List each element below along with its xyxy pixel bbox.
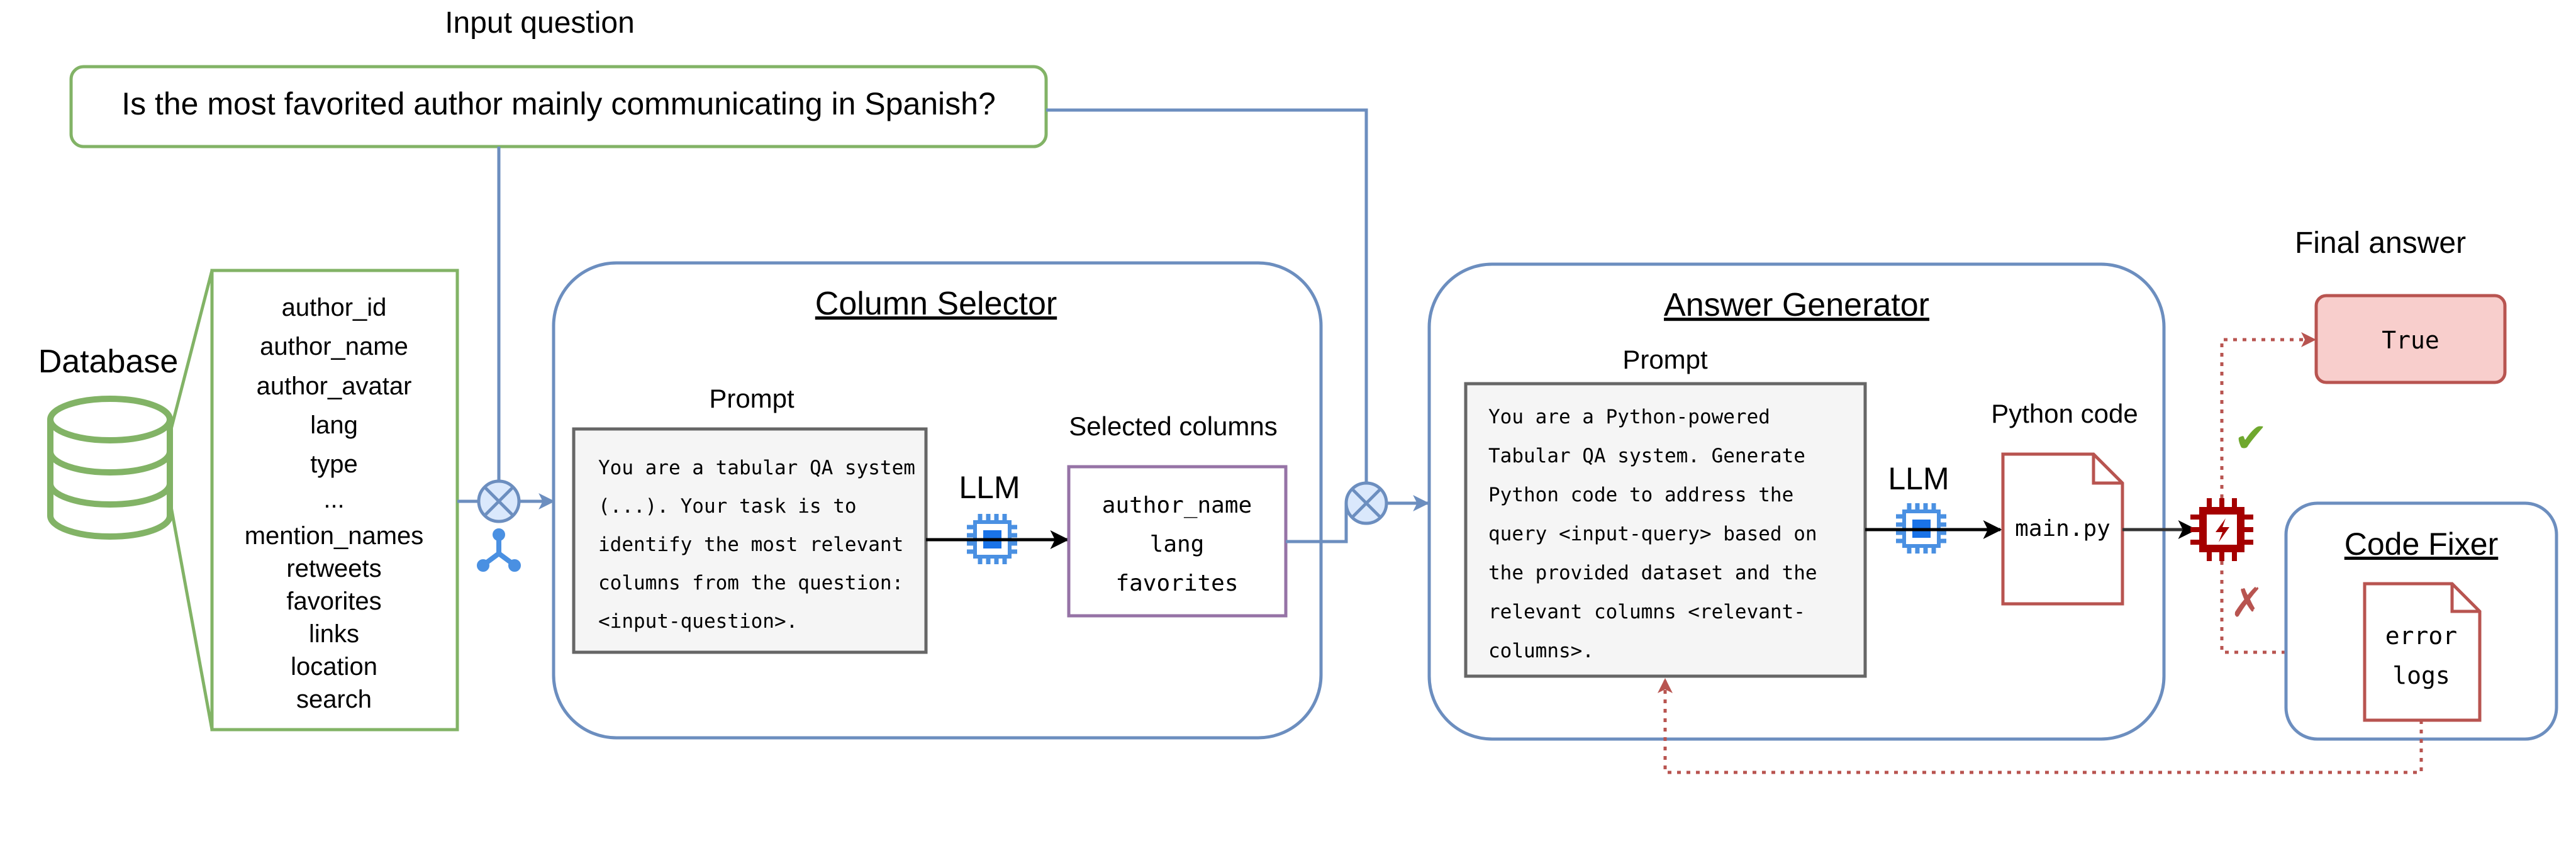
error-logs-line: logs: [2392, 662, 2450, 689]
prompt-line: <input-question>.: [598, 610, 798, 633]
schema-column: favorites: [286, 587, 381, 615]
column-selector-llm-label: LLM: [959, 470, 1020, 505]
schema-column: author_id: [282, 294, 387, 321]
selected-column: favorites: [1115, 570, 1238, 596]
schema-column: retweets: [286, 555, 381, 582]
prompt-line: (...). Your task is to: [598, 495, 857, 518]
error-log-file-icon: [2363, 582, 2482, 722]
success-path-arrow: [2220, 332, 2316, 498]
schema-column: links: [309, 620, 359, 648]
merge-icon: [1344, 481, 1388, 525]
prompt-line: columns>.: [1488, 640, 1594, 662]
prompt-line: You are a tabular QA system: [598, 457, 915, 479]
prompt-line: relevant columns <relevant-: [1488, 601, 1805, 623]
split-join-icon: [477, 528, 521, 572]
schema-column: mention_names: [245, 522, 424, 550]
prompt-line: query <input-query> based on: [1488, 523, 1817, 545]
database-label: Database: [38, 343, 179, 380]
final-answer-heading: Final answer: [2295, 226, 2466, 260]
input-question-text: Is the most favorited author mainly comm…: [121, 86, 996, 121]
prompt-line: the provided dataset and the: [1488, 562, 1817, 584]
schema-column: ...: [323, 486, 344, 513]
answer-generator-title: Answer Generator: [1664, 287, 1929, 323]
schema-column: search: [296, 686, 372, 713]
column-selector-prompt-box: [572, 427, 928, 654]
answer-generator-prompt-box: [1464, 382, 1867, 678]
executor-chip-icon: [2190, 498, 2253, 561]
schema-column: type: [310, 450, 358, 478]
database-icon: [47, 396, 173, 540]
python-code-label: Python code: [1991, 399, 2138, 428]
schema-columns-box: [210, 269, 459, 732]
schema-column: author_avatar: [257, 372, 412, 400]
question-to-generator-line: [1046, 108, 1368, 482]
input-question-heading: Input question: [445, 6, 635, 40]
prompt-line: columns from the question:: [598, 572, 903, 594]
answer-generator-prompt-label: Prompt: [1622, 345, 1708, 374]
answer-generator-llm-label: LLM: [1888, 461, 1949, 496]
prompt-line: Tabular QA system. Generate: [1488, 445, 1805, 467]
column-selector-prompt-label: Prompt: [709, 384, 795, 413]
python-file-name: main.py: [2015, 516, 2110, 542]
selected-to-merge-line: [1286, 503, 1348, 543]
prompt-line: Python code to address the: [1488, 484, 1793, 506]
prompt-line: You are a Python-powered: [1488, 406, 1770, 428]
selected-columns-label: Selected columns: [1069, 411, 1278, 441]
python-file-icon: [2001, 452, 2124, 606]
final-answer-box: [2314, 294, 2507, 384]
final-answer-value: True: [2382, 326, 2439, 354]
code-fixer-title: Code Fixer: [2345, 526, 2499, 562]
input-question-box: [69, 65, 1048, 148]
prompt-line: identify the most relevant: [598, 533, 903, 556]
merge-icon: [477, 479, 521, 523]
cross-icon: ✗: [2230, 580, 2264, 625]
column-selector-title: Column Selector: [815, 286, 1057, 322]
selected-column: lang: [1150, 532, 1205, 557]
error-logs-line: error: [2385, 622, 2457, 650]
schema-column: lang: [310, 411, 358, 439]
check-icon: ✔: [2234, 415, 2268, 460]
schema-column: location: [291, 653, 377, 681]
selected-column: author_name: [1102, 493, 1252, 518]
schema-column: author_name: [260, 333, 408, 360]
